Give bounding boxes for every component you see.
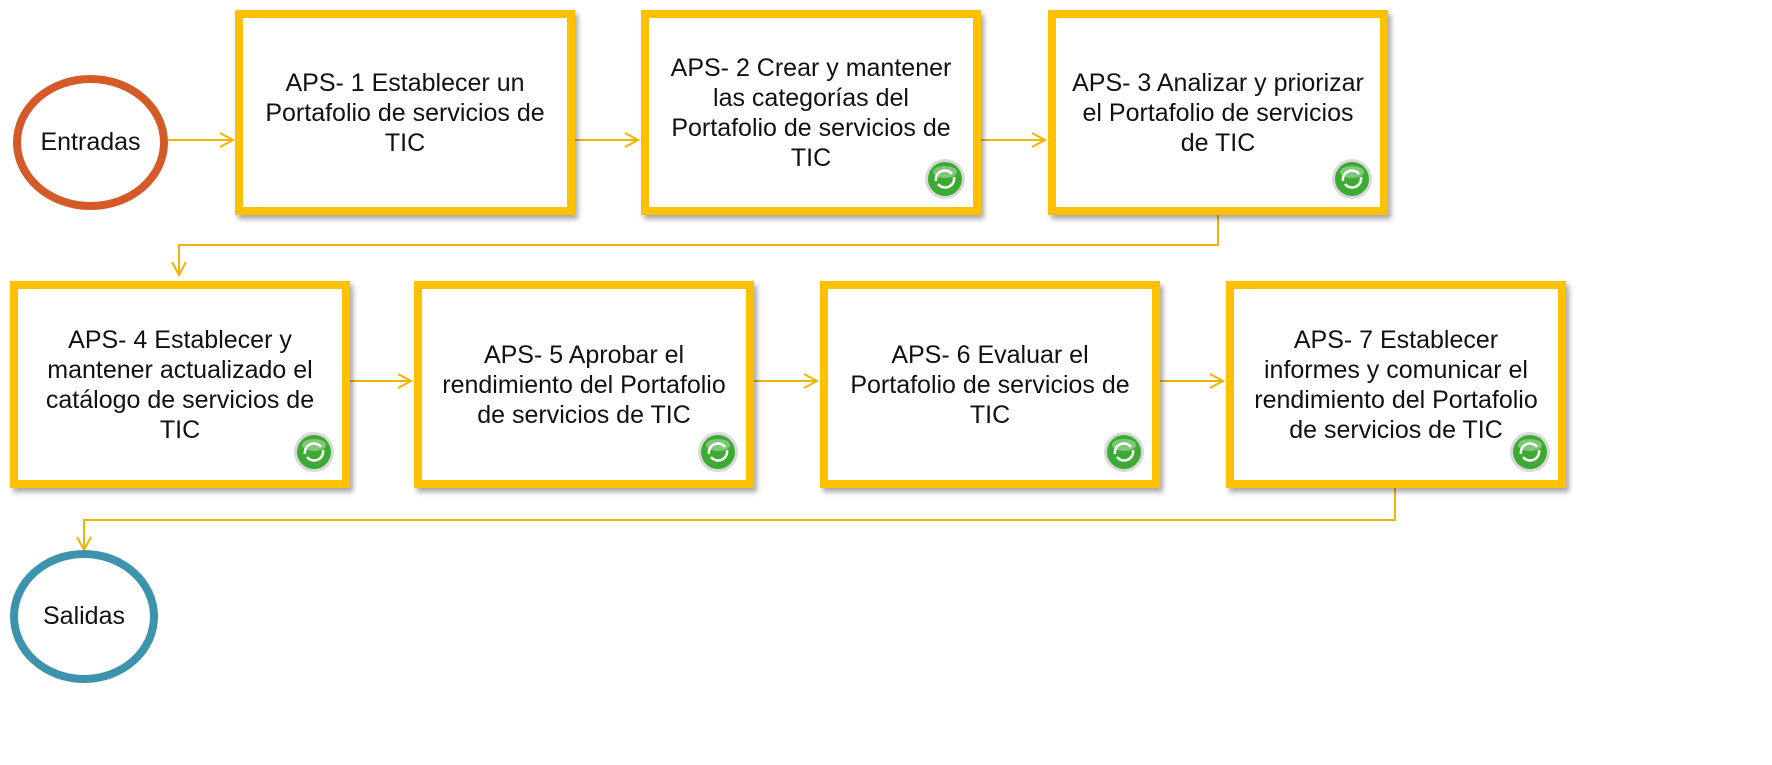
refresh-icon [1332,159,1372,199]
input-label: Entradas [40,128,141,156]
step-label-2: APS- 2 Crear y mantener las categorías d… [670,53,952,172]
step-box-6: APS- 6 Evaluar el Portafolio de servicio… [820,281,1160,488]
step-box-7: APS- 7 Establecer informes y comunicar e… [1226,281,1566,488]
step-label-7: APS- 7 Establecer informes y comunicar e… [1254,325,1538,444]
step-box-4: APS- 4 Establecer y mantener actualizado… [10,281,350,488]
step-box-5: APS- 5 Aprobar el rendimiento del Portaf… [414,281,754,488]
step-label-5: APS- 5 Aprobar el rendimiento del Portaf… [442,340,726,429]
arrow-step3-to-step4 [171,212,1219,278]
output-label: Salidas [43,602,125,630]
step-label-3: APS- 3 Analizar y priorizar el Portafoli… [1072,68,1364,157]
input-ellipse: Entradas [13,75,168,210]
arrow-step7-to-output [76,488,1396,553]
refresh-icon [925,159,965,199]
step-label-1: APS- 1 Establecer un Portafolio de servi… [265,68,545,157]
refresh-icon [698,432,738,472]
step-box-1: APS- 1 Establecer un Portafolio de servi… [235,10,575,215]
refresh-icon [1104,432,1144,472]
refresh-icon [1510,432,1550,472]
output-ellipse: Salidas [10,550,158,683]
step-label-6: APS- 6 Evaluar el Portafolio de servicio… [850,340,1130,429]
step-label-4: APS- 4 Establecer y mantener actualizado… [45,325,315,444]
refresh-icon [294,432,334,472]
step-box-2: APS- 2 Crear y mantener las categorías d… [641,10,981,215]
step-box-3: APS- 3 Analizar y priorizar el Portafoli… [1048,10,1388,215]
